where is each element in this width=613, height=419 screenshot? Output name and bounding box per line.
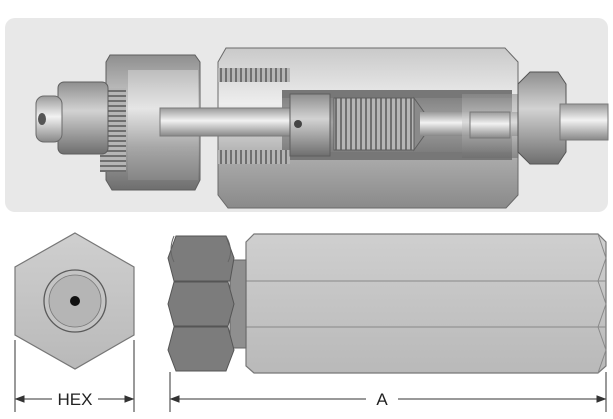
side-hex-nut [167,235,235,372]
length-dimension [169,372,607,412]
hex-label: HEX [58,390,93,409]
hex-end-view: HEX [14,232,135,412]
cutaway-view [5,18,609,212]
fitting-side-view-icon: A [167,233,607,412]
length-label: A [376,390,388,409]
fitting-cutaway-icon [35,47,609,209]
side-body [245,233,607,374]
hex-dimension [14,340,135,412]
port-hole [70,296,80,306]
